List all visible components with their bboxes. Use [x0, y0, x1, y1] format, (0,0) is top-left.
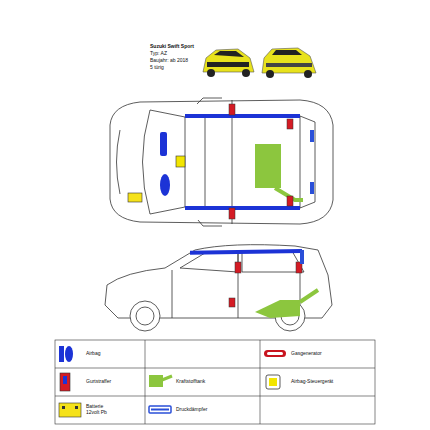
- legend-swatch: [148, 400, 174, 420]
- legend-text: Batterie 12volt Pb: [86, 404, 116, 416]
- legend-text: Gurtstraffer: [86, 379, 166, 385]
- legend-text: Airbag: [86, 351, 166, 357]
- legend-swatch: [58, 400, 84, 420]
- legend-swatch: [58, 344, 84, 364]
- legend-table: [55, 340, 375, 424]
- car-top-view: [110, 98, 333, 226]
- car-photo-rear: [262, 48, 316, 78]
- legend-swatch: [58, 372, 84, 392]
- legend-swatch: [263, 344, 289, 364]
- legend-text: Airbag-Steuergerät: [291, 379, 371, 385]
- car-photo-front: [203, 49, 254, 77]
- info-label: 5 türig: [150, 65, 164, 71]
- legend-swatch: [263, 372, 289, 392]
- info-label: Typ: AZ: [150, 51, 167, 57]
- top-view-components: [128, 104, 314, 219]
- legend-text: Gasgenerator: [291, 351, 371, 357]
- side-view-components: [190, 249, 318, 318]
- legend-text: Kraftstofftank: [176, 379, 256, 385]
- title-text: Suzuki Swift Sport: [150, 44, 194, 50]
- legend-text: Druckdämpfer: [176, 407, 256, 413]
- info-label: Baujahr: ab 2018: [150, 58, 188, 64]
- legend-swatch: [148, 372, 174, 392]
- car-side-view: [105, 245, 332, 331]
